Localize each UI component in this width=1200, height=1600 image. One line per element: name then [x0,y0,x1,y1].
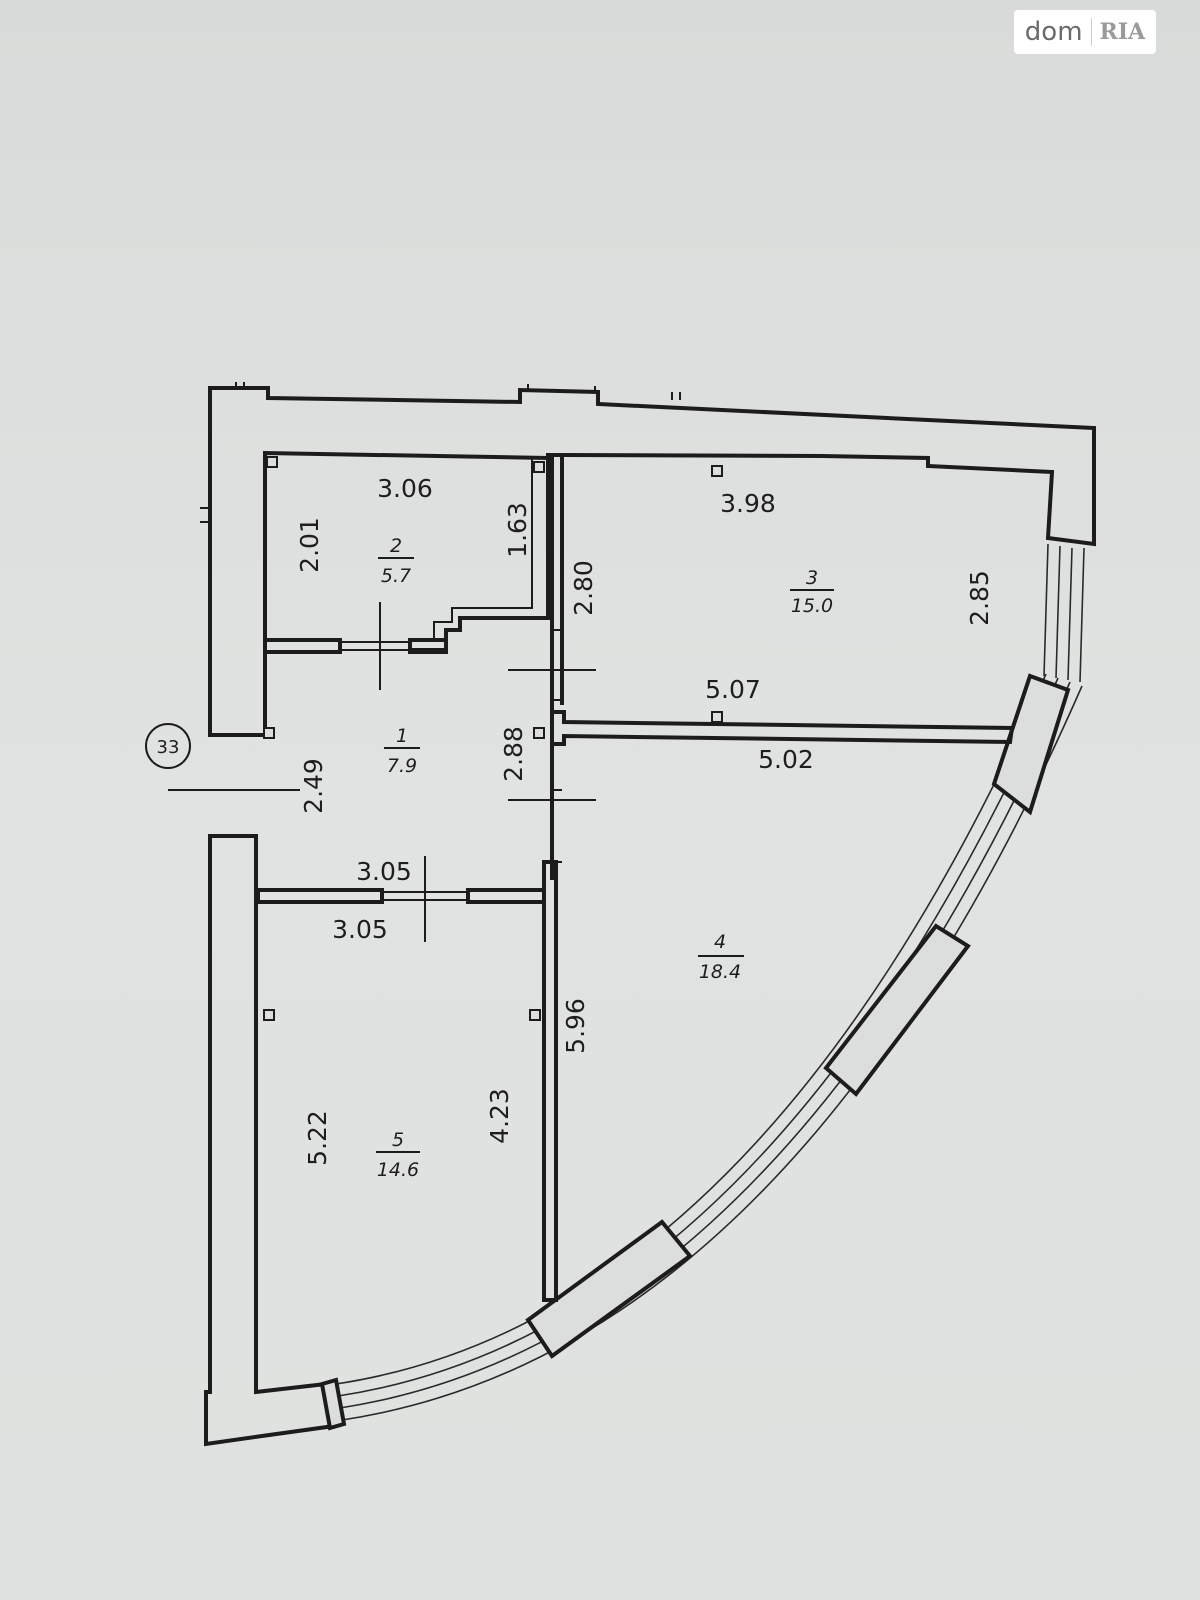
dim-room1-bottom: 3.05 [356,857,412,886]
vent [263,1009,275,1021]
facade-piers [319,673,1071,1431]
partition-1-2 [265,638,342,654]
room-number: 5 [392,1129,404,1151]
room-area: 18.4 [699,961,741,983]
door-tick-lines [168,602,596,942]
dim-room5-left: 5.22 [303,1110,332,1166]
logo-brand: dom [1024,17,1083,47]
dim-room3-top: 3.98 [720,489,776,518]
vent [533,461,545,473]
room-2-label: 2 5.7 [378,535,414,587]
dim-room2-left: 2.01 [295,517,324,573]
room-1-label: 1 7.9 [384,725,420,777]
vent [533,727,545,739]
room-area: 7.9 [387,755,417,777]
dim-room5-right: 4.23 [485,1088,514,1144]
partition-1-5 [256,888,384,904]
dim-room1-right: 2.88 [499,726,528,782]
room-4-label: 4 18.4 [698,931,744,983]
dim-room2-right: 1.63 [503,502,532,558]
room-area: 15.0 [791,595,833,617]
partition-3-4 [552,710,1015,746]
pier-2 [525,1219,693,1359]
vent [711,465,723,477]
dim-room1-left: 2.49 [299,758,328,814]
door-1-2 [340,641,410,651]
facade-glazing [335,673,1083,1421]
axis-marker-circle [145,723,191,769]
vent [263,727,275,739]
pier-4 [991,673,1071,816]
pier-1 [319,1377,347,1431]
dim-room4-top: 5.02 [758,745,814,774]
vent [529,1009,541,1021]
central-partition [550,455,564,880]
logo-brand-suffix: RIA [1099,19,1146,45]
vent [266,456,278,468]
outer-wall-left [204,834,337,1447]
vent-markers [263,456,723,1021]
pier-3 [823,923,971,1097]
partition-5-4 [542,860,558,1302]
axis-marker-label: 33 [157,737,180,758]
door-jamb-right [408,638,448,654]
partition-1-5-b [466,888,546,904]
facade-glazing-upper [1043,543,1085,683]
wall-detail [200,382,681,523]
dim-room3-right: 2.85 [965,570,994,626]
room-number: 4 [714,931,726,953]
dim-room5-top: 3.05 [332,915,388,944]
domria-logo[interactable]: dom RIA [1014,10,1156,54]
dim-room4-left: 5.96 [561,998,590,1054]
room-area: 5.7 [381,565,411,587]
outer-wall-top [208,386,1096,737]
logo-divider [1090,18,1092,46]
room-number: 1 [396,725,408,747]
room-number: 2 [390,535,402,557]
room-number: 3 [806,567,818,589]
room-3-label: 3 15.0 [790,567,834,617]
dim-room3-bottom: 5.07 [705,675,761,704]
vent [711,711,723,723]
central-door [552,629,562,701]
dim-room2-top: 3.06 [377,474,433,503]
room-area: 14.6 [377,1159,419,1181]
dim-room3-left: 2.80 [569,560,598,616]
room-5-label: 5 14.6 [376,1129,420,1181]
